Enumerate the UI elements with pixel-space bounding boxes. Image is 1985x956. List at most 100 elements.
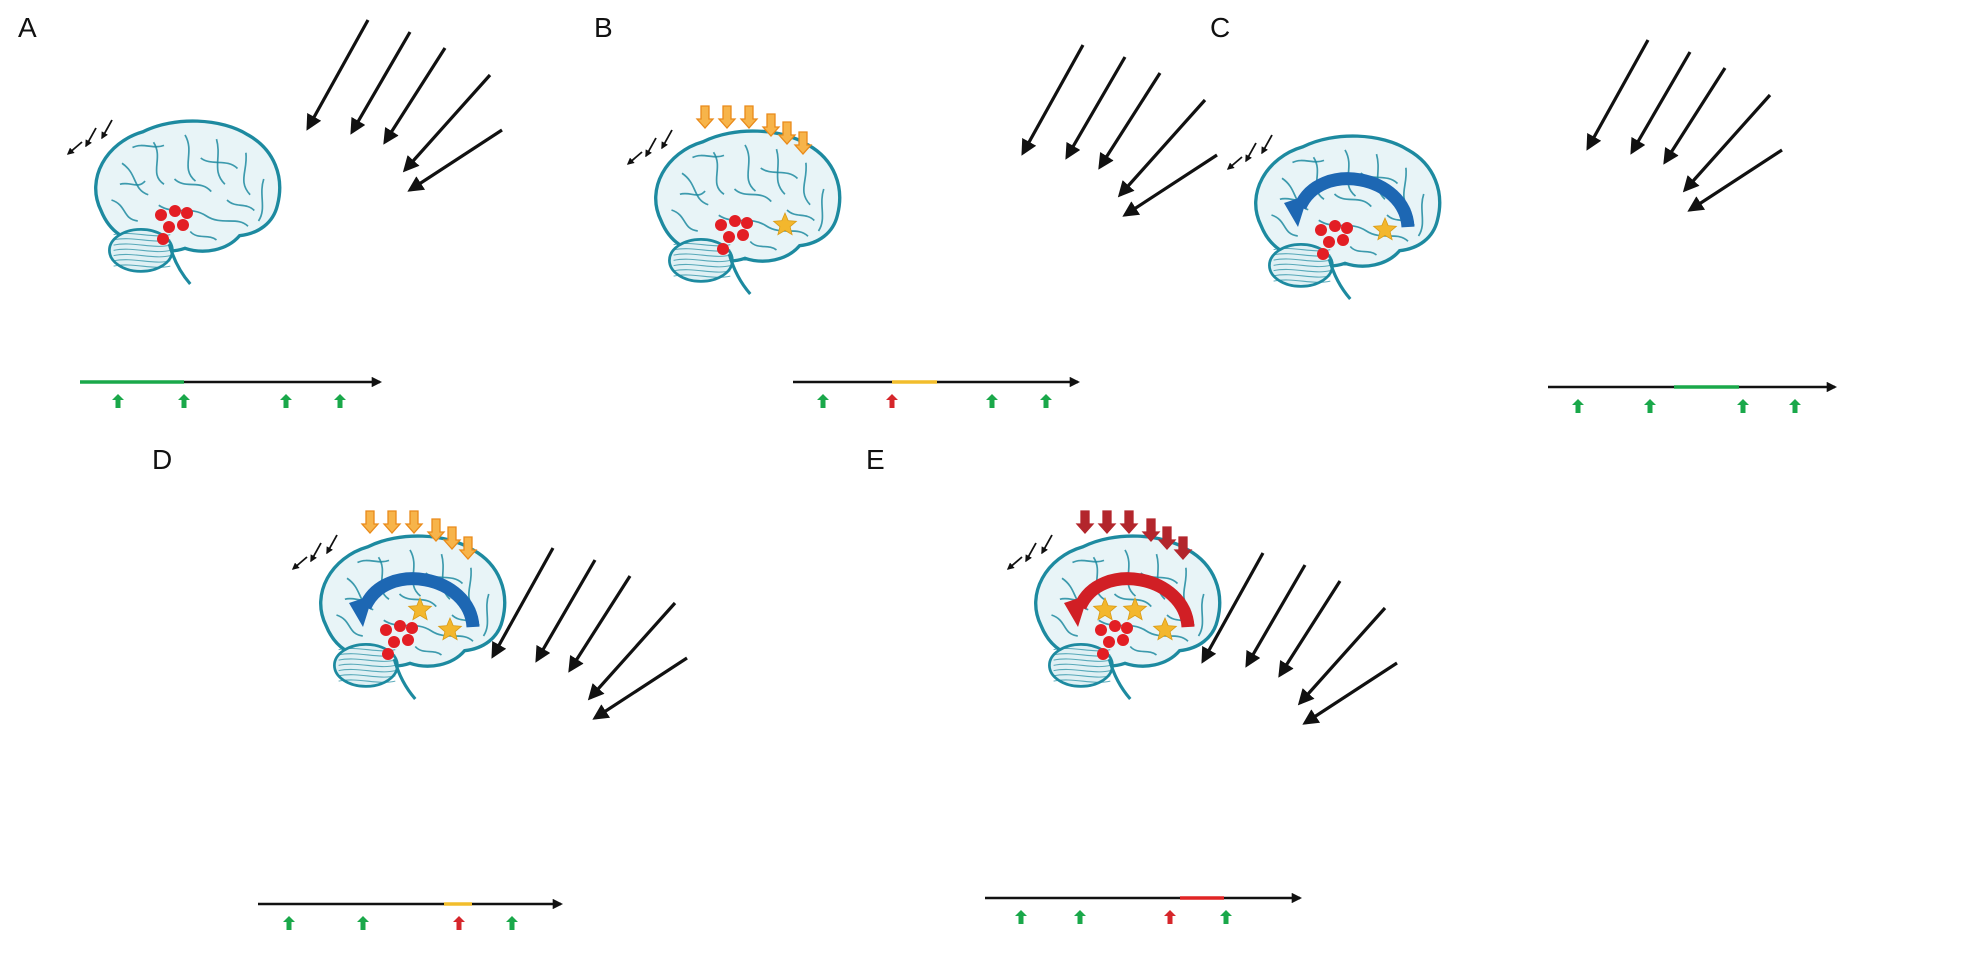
brain-sulcus — [760, 167, 799, 180]
red-dot — [402, 634, 414, 646]
brain-sulcus — [184, 134, 197, 182]
brain-sulcus — [681, 172, 709, 206]
green-up-arrow — [112, 394, 124, 408]
brainstem — [1107, 658, 1132, 701]
short-black-arrow — [645, 137, 657, 158]
long-black-arrow — [350, 31, 412, 135]
brain-sulcus — [786, 209, 815, 222]
panel-b — [626, 44, 1218, 408]
down-block-arrow — [442, 526, 462, 550]
down-block-arrow — [1097, 510, 1117, 534]
red-dot — [1337, 234, 1349, 246]
red-activation-dots — [155, 205, 193, 245]
panel-label-b: B — [594, 12, 613, 43]
green-up-arrow — [1789, 399, 1801, 413]
red-dot — [155, 209, 167, 221]
green-up-arrow — [1220, 910, 1232, 924]
cerebellum-fold — [1053, 668, 1111, 673]
brain-sulcus — [1333, 193, 1372, 208]
top-down-arrows — [1075, 510, 1193, 560]
red-dot — [1329, 220, 1341, 232]
brain-sulcus — [119, 180, 146, 186]
gold-star — [1372, 216, 1398, 241]
green-up-arrow — [178, 394, 190, 408]
small-input-arrows — [626, 129, 673, 165]
red-dot — [717, 243, 729, 255]
long-black-arrow — [1586, 39, 1650, 151]
brain-sulcus — [398, 593, 437, 608]
cerebellum-fold — [673, 258, 731, 263]
green-up-arrow — [283, 916, 295, 930]
brain-sulcus — [111, 199, 138, 222]
long-black-arrow — [1663, 67, 1727, 165]
down-block-arrow — [717, 105, 737, 129]
cerebellum-fold — [1053, 674, 1111, 678]
brain-sulcus — [414, 645, 443, 656]
cerebellum-fold — [673, 274, 731, 278]
feedback-curve-arrow — [359, 572, 480, 628]
cerebellum-fold — [673, 263, 731, 268]
long-black-arrow — [1065, 56, 1127, 160]
short-black-arrow — [1041, 534, 1053, 555]
gold-star — [1092, 596, 1118, 621]
top-down-arrows — [695, 105, 813, 155]
top-down-arrows — [360, 510, 478, 560]
cerebellum-fold — [673, 253, 731, 257]
down-block-arrow — [1173, 536, 1193, 560]
timeline — [985, 892, 1303, 924]
red-dot — [1109, 620, 1121, 632]
cerebellum-fold — [338, 679, 396, 683]
incoming-stimulus-arrows — [491, 547, 688, 720]
cerebellum-fold — [1273, 258, 1331, 262]
long-black-arrow — [1687, 148, 1783, 212]
down-block-arrow — [1141, 518, 1161, 542]
green-up-arrow — [357, 916, 369, 930]
short-black-arrow — [101, 119, 113, 140]
red-dot — [1121, 622, 1133, 634]
brain-illustration — [1034, 534, 1222, 701]
long-black-arrow — [491, 547, 555, 659]
red-dot — [169, 205, 181, 217]
long-black-arrow — [383, 47, 447, 145]
panel-c — [1226, 39, 1838, 413]
down-block-arrow — [360, 510, 380, 534]
brain-sulcus — [121, 162, 149, 196]
brain-sulcus — [336, 614, 363, 637]
long-black-arrow — [1297, 606, 1387, 706]
brain-sulcus — [671, 209, 698, 232]
feedback-curve-arrow-head — [1284, 195, 1308, 227]
brain-sulcus — [802, 162, 811, 206]
down-block-arrow — [382, 510, 402, 534]
cerebellum-fold — [338, 658, 396, 662]
long-black-arrow — [1278, 580, 1342, 678]
long-black-arrow — [1682, 93, 1772, 193]
green-up-arrow — [1040, 394, 1052, 408]
brain-illustration — [1254, 134, 1442, 301]
brain-sulcus — [482, 593, 490, 637]
green-up-arrow — [986, 394, 998, 408]
long-black-arrow — [1630, 51, 1692, 155]
green-up-arrow — [817, 394, 829, 408]
cerebellum-fold — [338, 663, 396, 668]
green-up-arrow — [1074, 910, 1086, 924]
brain-sulcus — [257, 178, 265, 222]
short-black-arrow — [1226, 156, 1243, 170]
brain-sulcus — [679, 190, 706, 196]
long-black-arrow — [1122, 153, 1218, 217]
gold-star — [1152, 616, 1178, 641]
red-dot — [177, 219, 189, 231]
feedback-curve-arrow — [1294, 172, 1415, 228]
cerebellum-fold — [1273, 279, 1331, 283]
brain-sulcus — [189, 230, 218, 241]
gold-star — [407, 596, 433, 621]
timeline — [258, 898, 564, 930]
down-block-arrow — [739, 105, 759, 129]
brainstem — [1327, 258, 1352, 301]
down-block-arrow — [695, 105, 715, 129]
green-up-arrow — [506, 916, 518, 930]
down-block-arrow — [761, 113, 781, 137]
long-black-arrow — [1245, 564, 1307, 668]
brain-sulcus — [1271, 214, 1298, 237]
brain-sulcus — [357, 559, 390, 564]
